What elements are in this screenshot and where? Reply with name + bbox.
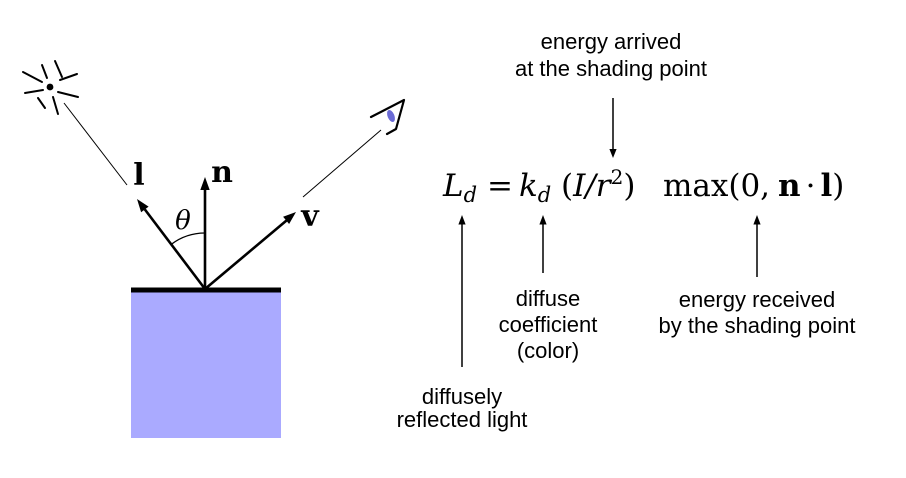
note-energy-arrived: energy arrived at the shading point [515, 28, 707, 82]
arrow-energy-arrived [609, 98, 617, 158]
equation-exponent: 2 [610, 165, 624, 189]
equation-light-l: l [820, 168, 833, 204]
normal-vector-arrow [200, 177, 210, 289]
note-line: at the shading point [514, 56, 708, 81]
label-view-vector: v [301, 199, 319, 234]
note-line: (color) [516, 338, 580, 363]
equation-falloff-term: (I/r2) [561, 165, 636, 209]
equation-max-term: max(0,n·l) [663, 166, 844, 206]
note-line: by the shading point [658, 313, 856, 338]
note-diffuse-coefficient: diffuse coefficient (color) [499, 286, 598, 364]
arrow-energy-received [753, 215, 761, 277]
eye-icon [369, 98, 406, 136]
equation-L-sub: d [463, 183, 478, 207]
open-paren: ( [561, 168, 574, 204]
label-angle-theta: θ [175, 206, 191, 236]
surface-rect [131, 292, 281, 438]
note-line: diffusely [421, 384, 503, 409]
equation-normal-n: n [778, 168, 801, 204]
surface-top-bar [131, 287, 281, 293]
equation-equals: = [487, 166, 513, 206]
note-line: energy arrived [540, 29, 682, 54]
equation-L: L [443, 168, 464, 204]
light-vector-arrow [137, 199, 207, 290]
note-line: energy received [678, 287, 836, 312]
arrow-diffuse-coefficient [539, 215, 547, 273]
max-close: ) [832, 168, 845, 204]
equation-k-sub: d [537, 183, 552, 207]
dot-product-sign: · [805, 168, 816, 204]
light-source-icon [22, 60, 79, 115]
close-paren: ) [623, 168, 636, 204]
note-line: coefficient [498, 312, 598, 337]
note-line: reflected light [396, 407, 528, 432]
equation-result-Ld: Ld [443, 166, 477, 209]
eye-iris [387, 110, 395, 122]
equation-k: k [519, 168, 538, 204]
note-energy-received: energy received by the shading point [659, 287, 856, 339]
view-ray-line [302, 129, 382, 198]
label-normal-vector: n [211, 155, 233, 190]
angle-arc [170, 232, 206, 245]
label-light-vector: l [133, 158, 145, 193]
equation-coefficient-kd: kd [519, 166, 551, 209]
max-open: max(0, [663, 168, 771, 204]
arrow-diffusely-reflected [458, 215, 466, 367]
note-line: diffuse [515, 286, 581, 311]
note-diffusely-reflected: diffusely reflected light [397, 385, 528, 431]
view-vector-arrow [204, 212, 296, 290]
equals-sign: = [487, 168, 513, 204]
light-ray-line [63, 102, 128, 186]
equation-I-over-r: I/r [573, 168, 611, 204]
